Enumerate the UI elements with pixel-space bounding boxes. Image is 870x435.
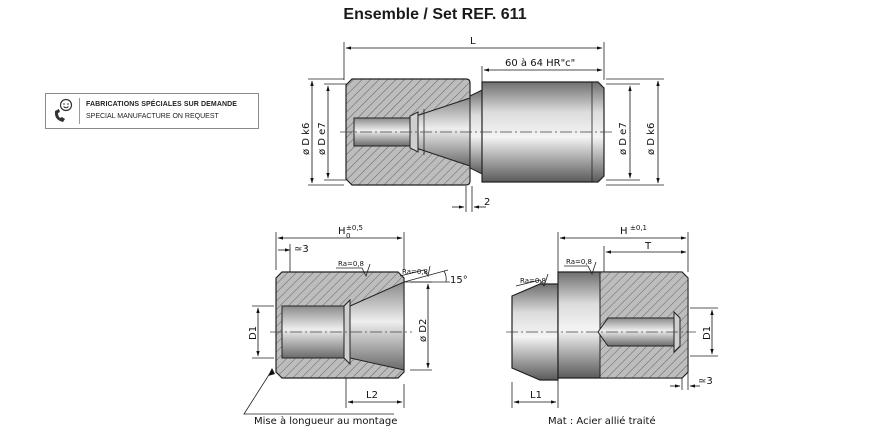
page-title: Ensemble / Set REF. 611 [343, 6, 527, 23]
punch-tol-H: ±0,1 [630, 224, 647, 232]
die-detail-view: H ±0,5 0 ≃3 Ra=0,8 Ra=0,8 15° D1 ø D2 L2 [243, 224, 468, 427]
die-angle-label: 15° [450, 275, 468, 286]
special-manufacture-badge: FABRICATIONS SPÉCIALES SUR DEMANDE SPECI… [45, 93, 259, 129]
hardness-label: 60 à 64 HR"c" [505, 57, 575, 69]
right-dia-e7-label: ø D e7 [618, 122, 629, 155]
punch-dim-H-label: H [620, 226, 628, 237]
badge-line-en: SPECIAL MANUFACTURE ON REQUEST [86, 113, 219, 120]
die-approx3-label: ≃3 [294, 244, 309, 255]
punch-D1-label: D1 [702, 326, 713, 340]
die-dim-H-label: H [338, 226, 346, 237]
top-assembly-view: L 60 à 64 HR"c" ø D k6 ø D e7 ø D e7 ø D… [301, 36, 664, 212]
punch-ra2-label: Ra=0,8 [566, 258, 592, 266]
punch-L1-label: L1 [530, 390, 542, 401]
left-dia-e7-label: ø D e7 [317, 122, 328, 155]
punch-T-label: T [644, 241, 652, 252]
dim-2-label: 2 [484, 197, 490, 208]
right-dia-k6-label: ø D k6 [646, 123, 657, 155]
die-note-label: Mise à longueur au montage [254, 415, 397, 427]
badge-separator [79, 98, 80, 124]
die-D2-label: ø D2 [418, 319, 429, 342]
punch-ra1-label: Ra=0,8 [520, 277, 546, 285]
punch-approx3-label: ≃3 [698, 376, 713, 387]
material-note-label: Mat : Acier allié traité [548, 415, 656, 427]
die-D1-label: D1 [248, 326, 259, 340]
punch-detail-view: H ±0,1 T Ra=0,8 Ra=0,8 D1 L1 ≃3 Mat : Ac… [506, 224, 718, 427]
die-tol-H-sub: 0 [346, 232, 350, 240]
die-L2-label: L2 [366, 390, 378, 401]
left-dia-k6-label: ø D k6 [301, 123, 312, 155]
dim-L-label: L [470, 36, 476, 47]
badge-line-fr: FABRICATIONS SPÉCIALES SUR DEMANDE [86, 101, 238, 108]
die-ra1-label: Ra=0,8 [338, 260, 364, 268]
die-tol-H-sup: ±0,5 [346, 224, 363, 232]
phone-smiley-icon [54, 98, 73, 122]
